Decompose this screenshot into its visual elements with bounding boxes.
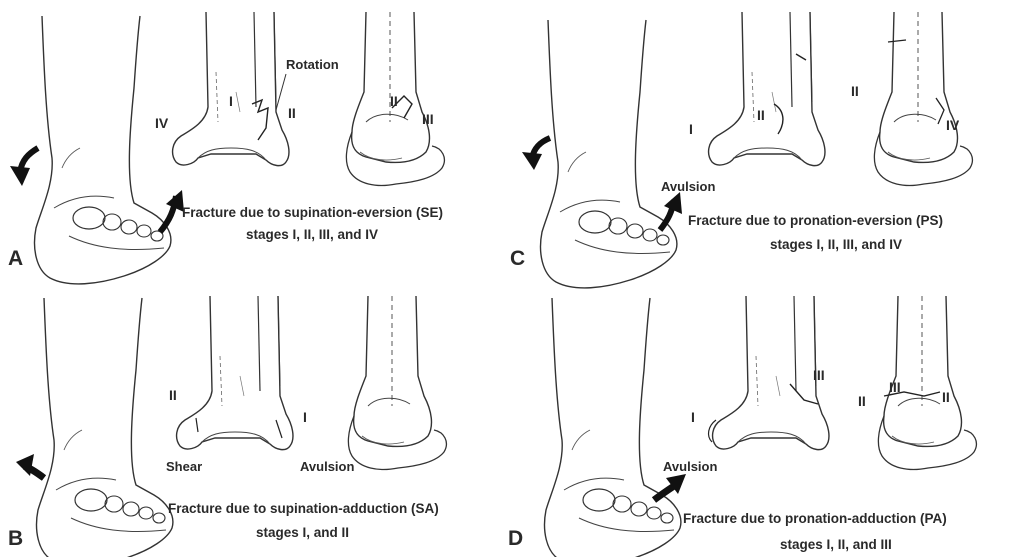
panel-d-label-avulsion: Avulsion: [663, 460, 717, 474]
panel-a-side-label-stage-3: III: [422, 112, 434, 126]
panel-d-label-stage-1: I: [691, 410, 695, 424]
panel-c-letter: C: [510, 248, 525, 270]
panel-b-ankle-side: [348, 296, 446, 470]
panel-b-arrow: [16, 454, 44, 478]
panel-a-label-stage-2: II: [288, 106, 296, 120]
panel-c-arrow-down: [522, 138, 550, 170]
panel-b-caption-title: Fracture due to supination-adduction (SA…: [168, 502, 439, 516]
panel-a-caption-title: Fracture due to supination-eversion (SE): [182, 206, 443, 220]
panel-a-side-label-stage-2: II: [390, 94, 398, 108]
panel-d-caption-title: Fracture due to pronation-adduction (PA): [683, 512, 947, 526]
panel-c-arrow-up: [660, 192, 682, 230]
panel-c-caption-title: Fracture due to pronation-eversion (PS): [688, 214, 943, 228]
panel-a-arrow-down: [10, 148, 38, 186]
panel-c-ankle-front: [709, 12, 825, 166]
panel-b-ankle-front: [177, 296, 293, 450]
panel-c-label-stage-1: I: [689, 122, 693, 136]
panel-a-label-stage-4: IV: [155, 116, 168, 130]
panel-a-letter: A: [8, 248, 23, 270]
panel-c-side-label-stage-2: II: [851, 84, 859, 98]
panel-d-side-label-stage-2-right: II: [942, 390, 950, 404]
panel-c-side-label-stage-4: IV: [946, 118, 959, 132]
panel-d-label-stage-3: III: [813, 368, 825, 382]
panel-d-letter: D: [508, 528, 523, 550]
panel-b-label-avulsion: Avulsion: [300, 460, 354, 474]
panel-c-label-avulsion: Avulsion: [661, 180, 715, 194]
panel-c-foot: [541, 20, 677, 288]
panel-b-caption-stages: stages I, and II: [256, 526, 349, 540]
panel-d-arrow: [654, 474, 686, 500]
panel-c-label-stage-2: II: [757, 108, 765, 122]
panel-b-label-shear: Shear: [166, 460, 202, 474]
panel-d-ankle-front: [709, 296, 829, 450]
panel-c-caption-stages: stages I, II, III, and IV: [770, 238, 902, 252]
panel-b-foot: [37, 298, 173, 557]
panel-d-side-label-stage-3: III: [889, 380, 901, 394]
panel-a-arrow-up: [160, 190, 184, 232]
panel-a-caption-stages: stages I, II, III, and IV: [246, 228, 378, 242]
panel-b-label-stage-1: I: [303, 410, 307, 424]
panel-a-foot: [35, 16, 171, 284]
panel-d-foot: [545, 298, 681, 557]
panel-c-ankle-side: [874, 12, 972, 186]
panel-a-ankle-front: [173, 12, 289, 166]
panel-a-label-rotation: Rotation: [286, 58, 339, 72]
panel-a-label-stage-1: I: [229, 94, 233, 108]
panel-d-caption-stages: stages I, II, and III: [780, 538, 892, 552]
panel-b-letter: B: [8, 528, 23, 550]
panel-d-side-label-stage-2-left: II: [858, 394, 866, 408]
panel-b-label-stage-2: II: [169, 388, 177, 402]
